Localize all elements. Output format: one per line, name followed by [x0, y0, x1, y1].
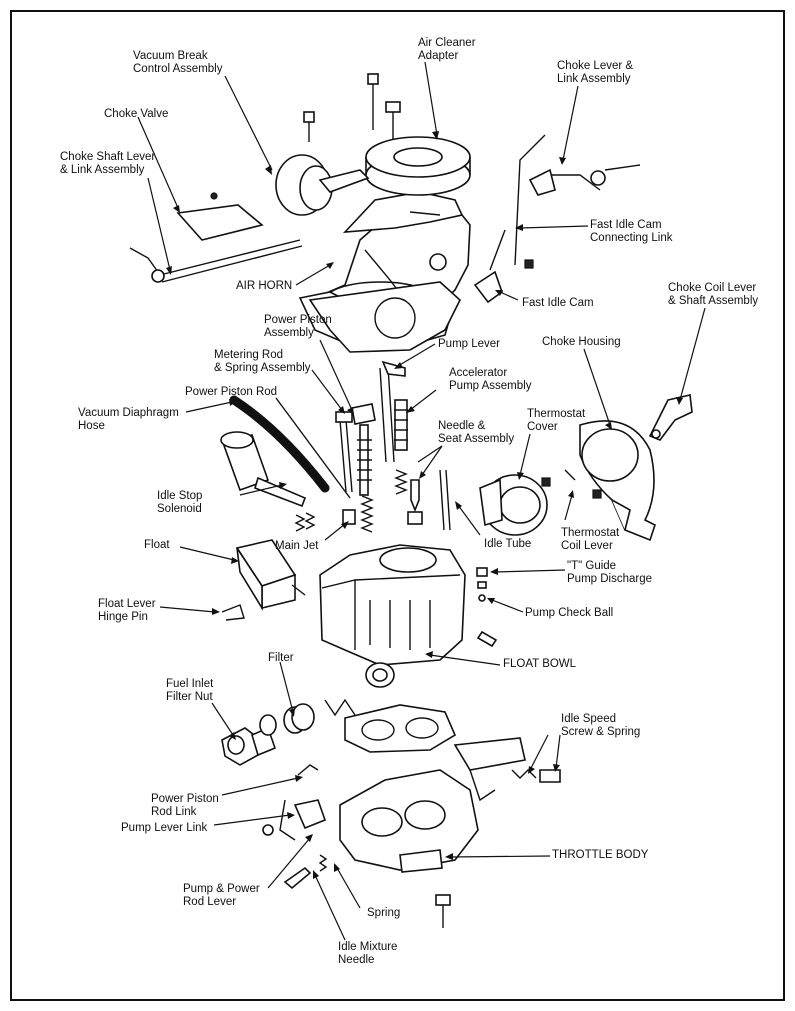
needle-seat-part: [407, 479, 423, 525]
label-float-bowl: FLOAT BOWL: [503, 658, 577, 670]
small-spring-parts: [294, 469, 408, 532]
idle-tube-part: [439, 469, 451, 531]
throttle-body-part: [339, 737, 526, 873]
label-filter: Filter: [268, 652, 294, 664]
float-part: [235, 539, 306, 611]
label-metering-rod: Metering Rod& Spring Assembly: [214, 349, 311, 374]
float-bowl-screw: [476, 630, 498, 648]
power-piston-rod-link-part: [297, 764, 319, 776]
choke-housing-part: [579, 420, 656, 542]
label-pump-lever-link: Pump Lever Link: [121, 822, 208, 834]
choke-shaft-part: [129, 239, 303, 283]
label-choke-shaft-lever: Choke Shaft Lever& Link Assembly: [60, 151, 156, 176]
power-piston-rod-part: [275, 397, 351, 499]
choke-lever-link-part: [514, 134, 641, 266]
throttle-body-screw: [435, 894, 451, 928]
metering-rod-part: [335, 411, 353, 493]
leader-lines: [137, 61, 706, 941]
power-piston-spring: [360, 495, 374, 533]
float-bowl-part: [319, 544, 466, 688]
label-choke-lever-link: Choke Lever &Link Assembly: [557, 60, 634, 85]
spring-part: [318, 854, 328, 872]
label-air-horn: AIR HORN: [236, 280, 293, 292]
air-horn-gasket: [308, 281, 461, 353]
label-choke-housing: Choke Housing: [542, 336, 621, 348]
thermostat-cover-part: [479, 474, 548, 536]
filter-part: [259, 698, 356, 736]
throttle-gasket-part: [344, 704, 457, 753]
idle-speed-screw-part: [511, 769, 561, 783]
pump-lever-part: [262, 799, 327, 841]
fast-idle-cam-part: [473, 229, 534, 304]
label-pump-lever: Pump Lever: [438, 338, 501, 350]
label-main-jet: Main Jet: [275, 540, 319, 552]
air-cleaner-adapter-part: [365, 136, 471, 196]
accelerator-pump-part: [379, 360, 408, 463]
idle-mixture-needle-part: [283, 866, 312, 890]
choke-coil-lever-part: [648, 394, 693, 441]
hinge-pin-part: [221, 604, 245, 621]
label-float: Float: [144, 539, 170, 551]
vacuum-hose-part: [229, 395, 330, 493]
label-idle-tube: Idle Tube: [484, 538, 532, 550]
thermostat-screws: [541, 469, 602, 499]
air-horn-screws: [303, 73, 401, 142]
label-power-piston-rod: Power Piston Rod: [185, 386, 278, 398]
vacuum-break-part: [275, 154, 370, 216]
label-pump-check-ball: Pump Check Ball: [525, 607, 614, 619]
label-fast-idle-cam: Fast Idle Cam: [522, 297, 594, 309]
idle-stop-solenoid-part: [220, 431, 307, 508]
label-spring: Spring: [367, 907, 401, 919]
label-choke-coil-lever: Choke Coil Lever& Shaft Assembly: [668, 282, 759, 307]
label-choke-valve: Choke Valve: [104, 108, 169, 120]
power-piston-part: [351, 403, 376, 496]
choke-valve-part: [176, 192, 264, 241]
label-throttle-body: THROTTLE BODY: [552, 849, 649, 861]
t-guide-part: [476, 567, 488, 602]
label-needle-seat: Needle &Seat Assembly: [438, 420, 515, 445]
